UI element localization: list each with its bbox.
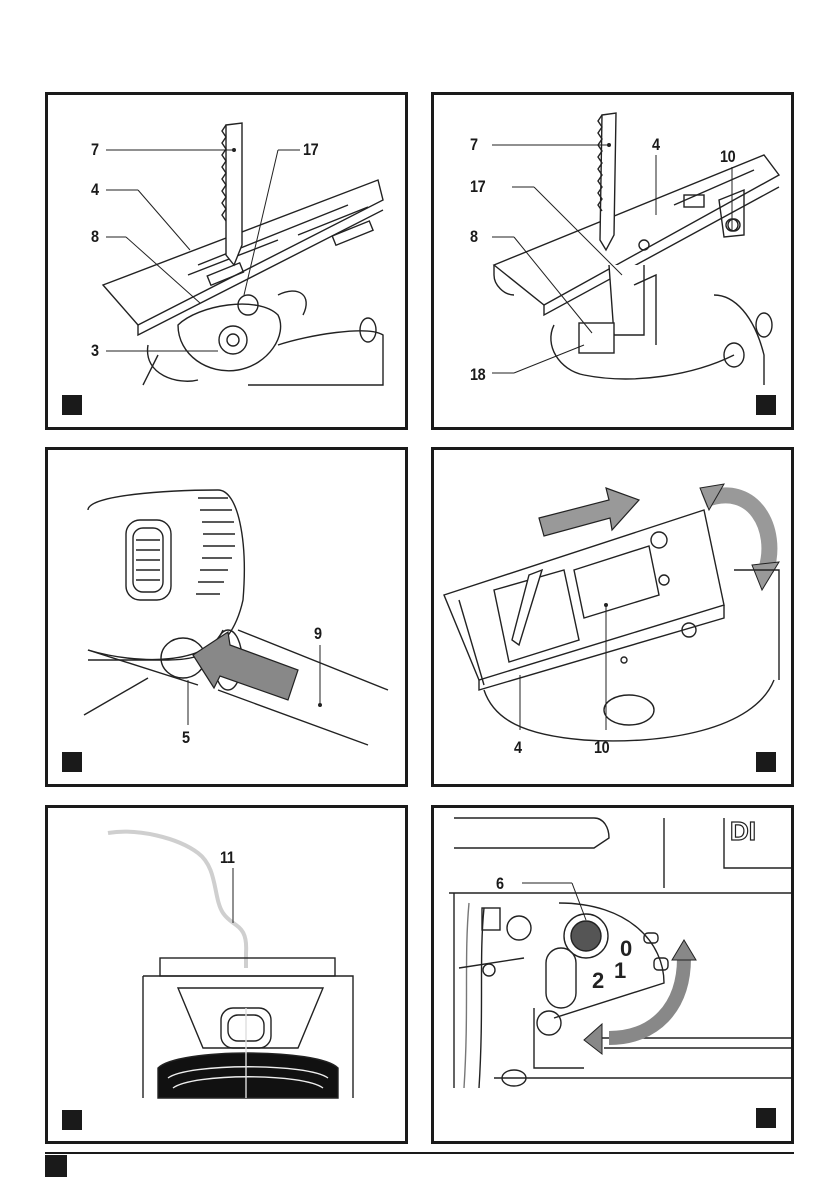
callout-17: 17	[303, 140, 318, 160]
blade-lever-illustration	[434, 95, 791, 427]
figure-panel-1: 7 4 8 3 17	[45, 92, 408, 430]
figure-letter-box	[62, 1110, 82, 1130]
figure-panel-4: 4 10	[431, 447, 794, 787]
dial-arrow-head-left	[584, 1024, 602, 1054]
dust-extraction-illustration	[48, 450, 405, 784]
callout-18: 18	[470, 365, 485, 385]
dial-arrow-head-up	[672, 940, 696, 960]
bevel-shoe-illustration	[434, 450, 791, 784]
callout-4: 4	[652, 135, 660, 155]
brand-fragment: DI	[730, 816, 756, 847]
figure-panel-2: 7 4 10 17 8 18	[431, 92, 794, 430]
dial-setting-1: 1	[614, 958, 626, 984]
dial-setting-2: 2	[592, 968, 604, 994]
figure-letter-box	[756, 1108, 776, 1128]
figure-panel-3: 9 5	[45, 447, 408, 787]
figure-letter-box	[756, 395, 776, 415]
footer-rule	[45, 1152, 794, 1154]
figure-letter-box	[756, 752, 776, 772]
figure-letter-box	[62, 752, 82, 772]
callout-11: 11	[220, 848, 234, 868]
callout-9: 9	[314, 624, 322, 644]
figure-panel-5: 11	[45, 805, 408, 1144]
callout-10: 10	[594, 738, 609, 758]
shoe-slide-arrow	[539, 488, 639, 536]
callout-4: 4	[514, 738, 522, 758]
blade-clamp-illustration	[48, 95, 405, 427]
callout-5: 5	[182, 728, 190, 748]
callout-8: 8	[470, 227, 478, 247]
tilt-arrow-head	[752, 562, 779, 590]
callout-3: 3	[91, 341, 99, 361]
callout-7: 7	[91, 140, 99, 160]
callout-17: 17	[470, 177, 485, 197]
figure-letter-box	[62, 395, 82, 415]
callout-4: 4	[91, 180, 99, 200]
page-number-box	[45, 1155, 67, 1177]
pendulum-dial-illustration	[434, 808, 791, 1141]
figure-panel-6: 6 0 1 2 DI	[431, 805, 794, 1144]
callout-6: 6	[496, 874, 504, 894]
callout-8: 8	[91, 227, 99, 247]
insert-arrow	[193, 632, 298, 700]
callout-7: 7	[470, 135, 478, 155]
callout-10: 10	[720, 147, 735, 167]
